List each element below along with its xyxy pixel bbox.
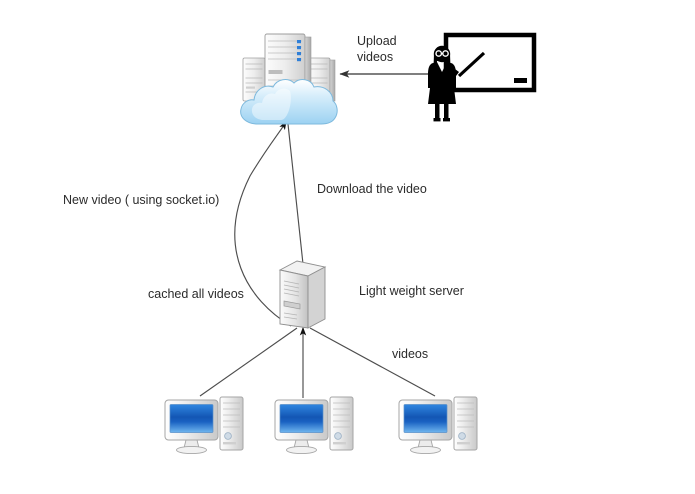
pointer-stick-icon xyxy=(457,51,486,78)
tower-icon xyxy=(453,396,478,451)
monitor-icon xyxy=(164,399,219,455)
connection-download-line xyxy=(287,123,304,265)
cloud-servers-icon xyxy=(240,33,338,125)
client-desktop-pc[interactable] xyxy=(396,396,484,456)
label-light-weight-server: Light weight server xyxy=(359,284,464,298)
label-upload-videos: Upload videos xyxy=(357,34,397,64)
label-cached-videos: cached all videos xyxy=(148,287,244,301)
client-desktop-pc[interactable] xyxy=(272,396,360,456)
desktop-computer-icon xyxy=(164,396,244,455)
tower-icon xyxy=(329,396,354,451)
connection-pc1-link xyxy=(199,327,298,397)
monitor-icon xyxy=(398,399,453,455)
eraser-icon xyxy=(514,78,527,83)
client-desktop-pc[interactable] xyxy=(162,396,250,456)
whiteboard-icon xyxy=(443,32,537,93)
light-weight-server[interactable] xyxy=(275,258,333,332)
server-tower-icon xyxy=(278,260,327,329)
tower-icon xyxy=(219,396,244,451)
teacher-icon xyxy=(428,32,537,122)
connection-new-video-arc xyxy=(234,121,292,327)
desktop-computer-icon xyxy=(274,396,354,455)
connection-pc3-link xyxy=(309,327,436,397)
label-new-video: New video ( using socket.io) xyxy=(63,193,220,207)
label-videos: videos xyxy=(392,347,429,361)
monitor-icon xyxy=(274,399,329,455)
label-download-video: Download the video xyxy=(317,182,427,196)
teacher-whiteboard[interactable] xyxy=(426,28,540,128)
teacher-silhouette-icon xyxy=(428,45,459,122)
cloud-icon xyxy=(240,79,338,125)
cloud-server-cluster[interactable] xyxy=(236,28,342,128)
desktop-computer-icon xyxy=(398,396,478,455)
